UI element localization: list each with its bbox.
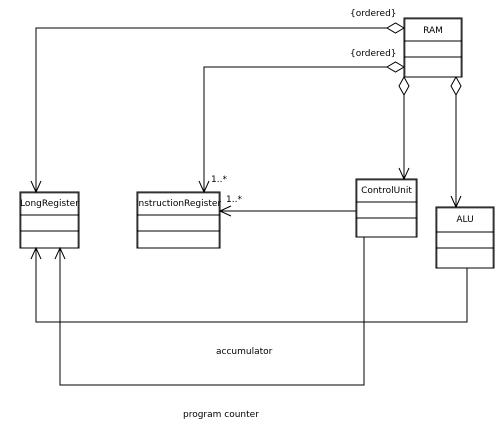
- association-controlunit-instructionregister: [218, 205, 356, 217]
- association-ram-controlunit: [398, 75, 410, 181]
- association-ram-alu: [450, 75, 462, 209]
- association-alu-longregister-accumulator: [30, 246, 468, 323]
- class-control-unit[interactable]: ControlUnit: [355, 178, 418, 238]
- ordered-constraint-2: {ordered}: [350, 49, 397, 59]
- class-alu-name: ALU: [456, 215, 473, 225]
- class-alu[interactable]: ALU: [435, 206, 495, 269]
- class-instruction-register-name: InstructionRegister: [136, 199, 222, 209]
- ordered-constraint-1: {ordered}: [350, 9, 397, 19]
- class-ram[interactable]: RAM: [403, 17, 463, 78]
- label-program-counter: program counter: [183, 410, 259, 420]
- class-long-register[interactable]: LongRegister: [19, 191, 80, 249]
- class-long-register-name: LongRegister: [20, 199, 79, 209]
- class-ram-name: RAM: [423, 26, 443, 36]
- class-control-unit-name: ControlUnit: [361, 186, 412, 196]
- multiplicity-ir-cu: 1..*: [226, 195, 242, 205]
- association-controlunit-longregister-programcounter: [54, 237, 365, 386]
- association-ram-longregister: [30, 22, 405, 194]
- label-accumulator: accumulator: [216, 347, 273, 357]
- association-ram-instructionregister: [198, 61, 405, 194]
- class-instruction-register[interactable]: InstructionRegister: [136, 191, 222, 249]
- multiplicity-ir-ram: 1..*: [211, 175, 227, 185]
